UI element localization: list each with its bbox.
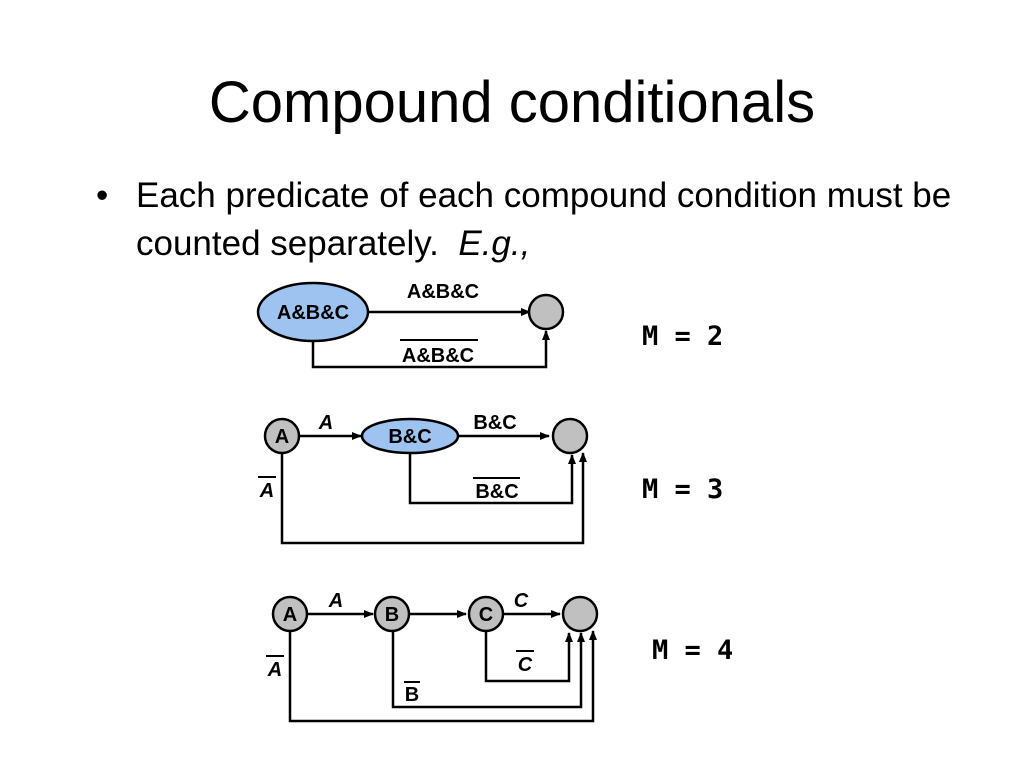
d2-node-a-label: A [275,426,289,448]
slide-title: Compound conditionals [208,70,816,135]
bullet-eg: E.g., [458,224,531,263]
d1-false-edge [311,330,550,369]
d3-a-edge-label: A [328,590,343,612]
d3-node-c [467,595,505,633]
d1-true-edge-label: A&B&C [407,281,479,303]
d2-a-edge-label: A [318,412,333,434]
d2-exit-node [551,417,589,455]
d1-compound-node-label: A&B&C [277,302,349,324]
d1-metric: M = 2 [642,321,723,352]
d3-metric: M = 4 [652,635,733,666]
d3-node-a [271,595,309,633]
d3-not-c-edge [484,631,573,683]
bullet-point: • Each predicate of each compound condit… [96,172,956,268]
diagram-2: A B&C A B&C B&C A M = 3 [258,412,723,545]
d3-node-a-label: A [283,604,297,626]
d2-not-bc-edge-label: B&C [475,481,518,503]
bullet-text-wrap: Each predicate of each compound conditio… [136,172,956,268]
d2-not-bc-edge [408,452,576,505]
d1-exit-node [527,293,565,331]
d2-bc-edge-label: B&C [473,412,516,434]
d3-exit-node [561,595,599,633]
d3-not-b-edge-label: B [405,684,419,706]
d3-not-b-edge [391,631,585,709]
d3-not-a-edge-label: A [267,659,282,681]
d3-not-c-edge-label: C [518,654,533,676]
d3-c-edge-label: C [514,590,529,612]
diagram-1: A&B&C A&B&C A&B&C M = 2 [256,281,723,369]
d2-not-a-edge [280,452,587,545]
d2-metric: M = 3 [642,474,723,505]
bullet-marker: • [96,176,109,215]
d3-node-b [373,595,411,633]
diagram-3: A B C A C C B A M = 4 [266,590,733,723]
d1-false-edge-label: A&B&C [402,345,474,367]
d3-not-a-edge [288,630,597,723]
d2-node-a [263,417,301,455]
d2-not-a-edge-label: A [259,480,274,502]
d1-compound-node [256,281,370,343]
d3-node-c-label: C [479,604,493,626]
d2-compound-node-label: B&C [388,426,431,448]
d3-node-b-label: B [385,604,399,626]
d2-compound-node [360,417,460,455]
bullet-text: Each predicate of each compound conditio… [136,176,952,263]
